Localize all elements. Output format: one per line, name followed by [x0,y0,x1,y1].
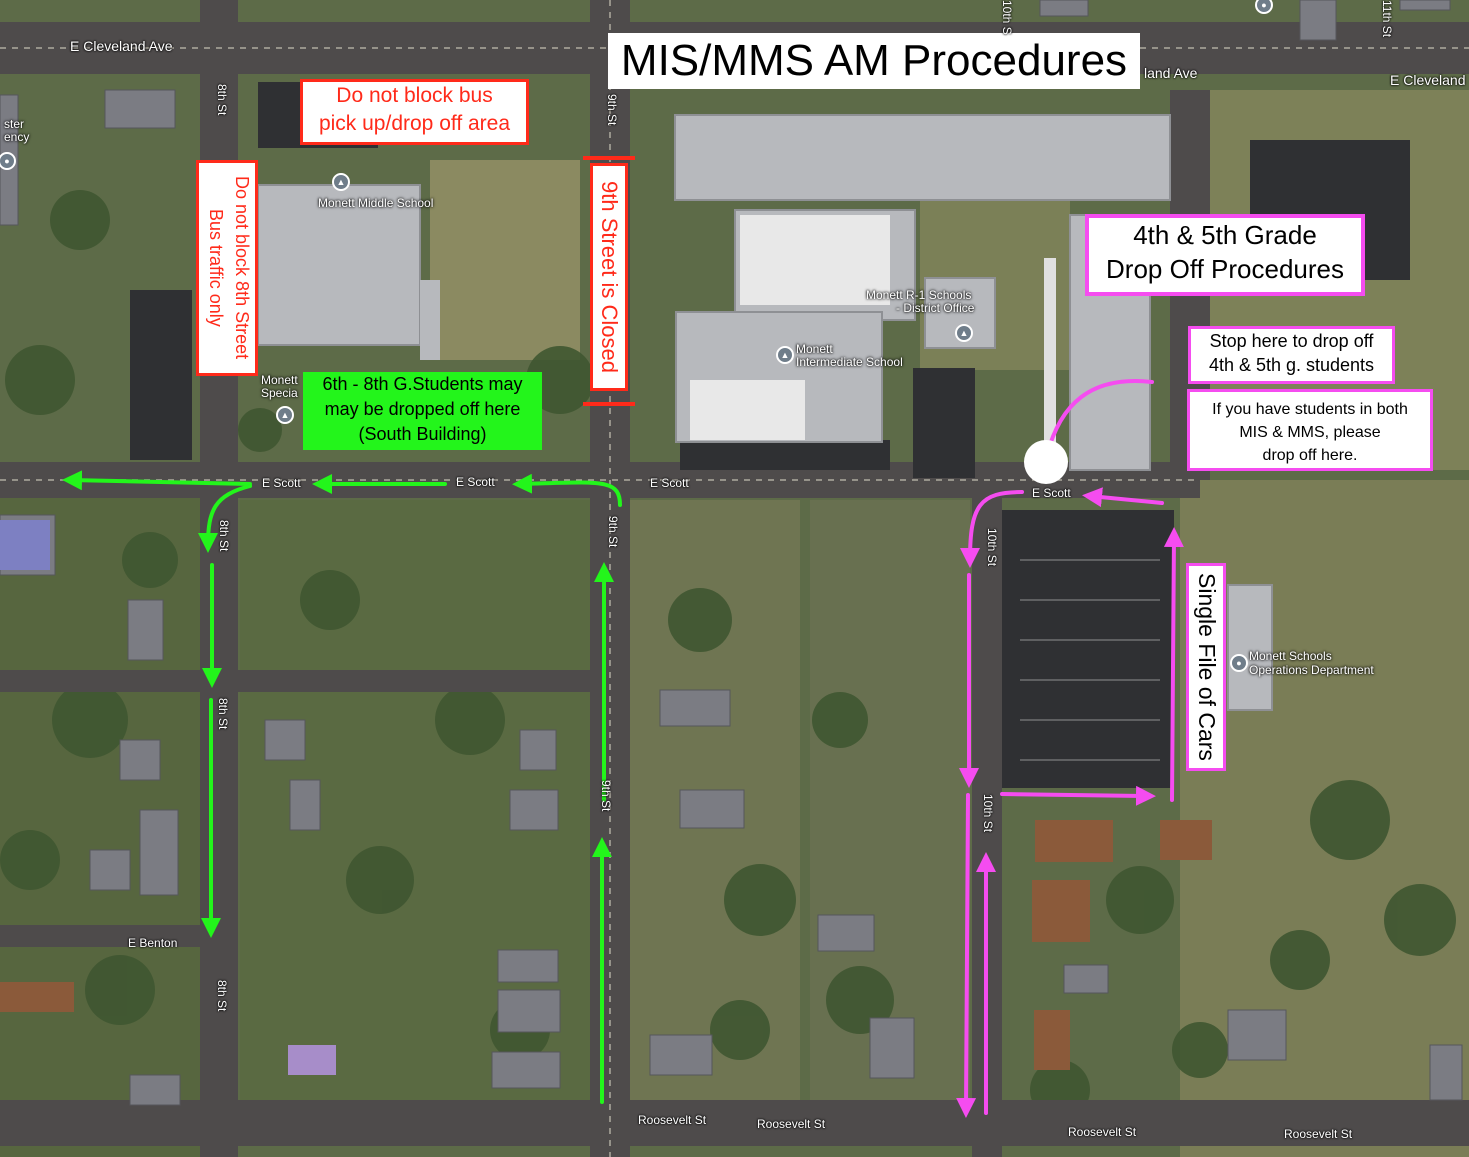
green-route-arrow-scott-exit [62,470,252,491]
place-label-agency-2: ency [4,130,30,144]
middle-note-line1: 6th - 8th G.Students may [322,374,523,394]
street-label-cleveland-mid: land Ave [1144,65,1198,81]
place-label-special-1: Monett [261,373,298,387]
street-label-scott-3: E Scott [650,476,689,490]
bus-area-warning-line1: Do not block bus [336,84,493,107]
street-label-10th-2: 10th St [981,794,995,833]
drop-off-spot-marker [1024,440,1068,484]
eighth-street-warning-line1: Do not block 8th Street [232,176,252,360]
both-schools-line3: drop off here. [1262,447,1358,464]
both-schools-line2: MIS & MMS, please [1239,424,1381,441]
middle-school-drop-off-note: 6th - 8th G.Students may may be dropped … [303,372,542,450]
stop-here-note: Stop here to drop off 4th & 5th g. stude… [1188,326,1395,384]
street-label-scott-4: E Scott [1032,486,1071,500]
place-pin-icon[interactable]: ● [1255,0,1273,14]
place-pin-icon[interactable]: ● [0,152,16,170]
place-label-middle-school: Monett Middle School [318,196,434,210]
street-label-8th-4: 8th St [215,980,229,1012]
bus-area-warning: Do not block bus pick up/drop off area [300,79,529,145]
street-label-cleveland-east: E Cleveland [1390,72,1466,88]
eighth-street-warning: Do not block 8th Street Bus traffic only [196,160,258,376]
magenta-route-arrow-exit [956,793,977,1118]
single-file-text: Single File of Cars [1194,573,1220,761]
place-pin-icon[interactable]: ● [1230,654,1248,672]
street-label-scott-2: E Scott [456,475,495,489]
grade-heading-line2: Drop Off Procedures [1106,254,1344,284]
stop-here-line2: 4th & 5th g. students [1208,355,1375,375]
place-label-operations-2: Operations Department [1249,663,1374,677]
ninth-street-closed-notice: 9th Street is Closed [590,163,628,391]
green-route-arrow-turn-8th [198,484,252,553]
school-pin-icon[interactable]: ▲ [776,346,794,364]
place-label-operations-1: Monett Schools [1249,649,1332,663]
street-label-roosevelt-3: Roosevelt St [1068,1125,1137,1139]
street-label-10th-top: 10th S [1000,0,1014,35]
street-label-8th-3: 8th St [216,698,230,730]
street-label-9th-1: 9th St [605,94,619,126]
street-label-cleveland-west: E Cleveland Ave [70,38,173,54]
middle-note-line2: may be dropped off here [324,399,521,419]
school-pin-icon[interactable]: ▲ [332,173,350,191]
place-label-agency-1: ster [4,117,25,131]
eighth-street-warning-line2: Bus traffic only [206,209,226,327]
street-label-10th-1: 10th St [985,528,999,567]
stop-here-line1: Stop here to drop off [1209,331,1374,351]
middle-note-line3: (South Building) [358,424,487,444]
grade-heading-line1: 4th & 5th Grade [1133,220,1317,250]
street-label-11th: 11th St [1380,0,1394,38]
magenta-route-arrow-lot-east [1000,785,1156,806]
bus-area-warning-line2: pick up/drop off area [318,112,511,135]
street-label-8th-2: 8th St [217,520,231,552]
magenta-route-arrow-lot-north [1163,527,1184,802]
magenta-route-arrow-scott-west [1082,487,1164,508]
ninth-street-closed-text: 9th Street is Closed [597,181,622,373]
magenta-pointer-arrow [1040,379,1154,463]
place-label-intermediate-2: Intermediate School [796,355,903,369]
magenta-route-arrow-turn-10th [960,490,1024,568]
place-label-intermediate-1: Monett [796,342,833,356]
street-label-9th-2: 9th St [606,516,620,548]
place-label-special-2: Specia [261,386,298,400]
both-schools-note: If you have students in both MIS & MMS, … [1187,389,1433,471]
street-label-roosevelt-1: Roosevelt St [638,1113,707,1127]
green-route-arrow-turn-scott [512,473,622,507]
place-label-district-2: - District Office [896,301,975,315]
street-label-9th-3: 9th St [599,780,613,812]
page-title: MIS/MMS AM Procedures [608,33,1140,89]
street-label-8th-1: 8th St [215,84,229,116]
single-file-note: Single File of Cars [1186,563,1226,771]
street-label-roosevelt-4: Roosevelt St [1284,1127,1353,1141]
street-label-roosevelt-2: Roosevelt St [757,1117,826,1131]
street-label-scott-1: E Scott [262,476,301,490]
both-schools-line1: If you have students in both [1212,401,1408,418]
grade-drop-off-heading: 4th & 5th Grade Drop Off Procedures [1085,214,1365,296]
street-label-benton: E Benton [128,936,178,950]
school-pin-icon[interactable]: ▲ [955,324,973,342]
school-pin-icon[interactable]: ▲ [276,406,294,424]
place-label-district-1: Monett R-1 Schools [866,288,972,302]
